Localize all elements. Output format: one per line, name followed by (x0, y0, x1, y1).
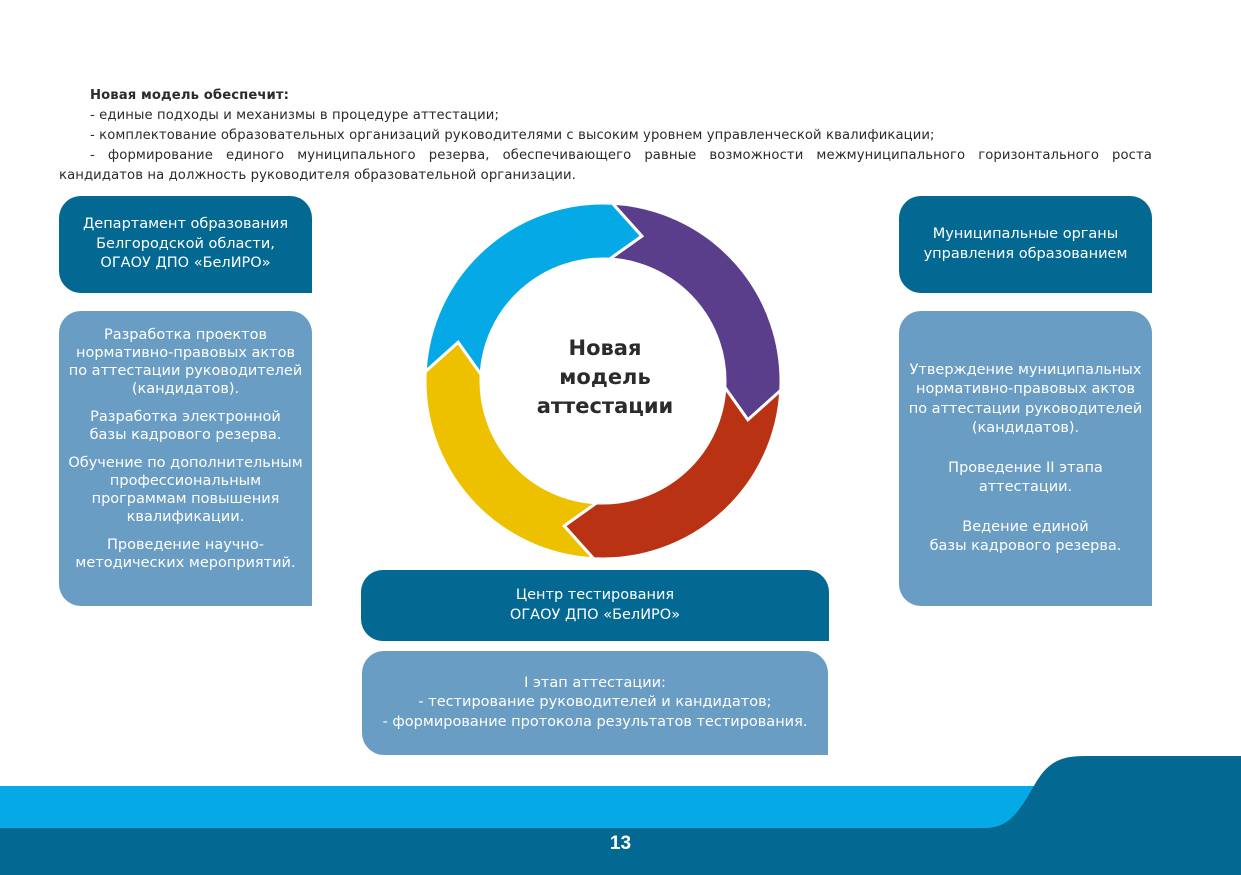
testing-center-line: Центр тестирования (515, 587, 675, 603)
task-item: Разработка электронной базы кадрового ре… (90, 408, 282, 444)
task-line: программам повышения (91, 491, 280, 507)
testing-task-line: - тестирование руководителей и кандидато… (418, 694, 772, 711)
page-number: 13 (609, 833, 632, 854)
department-line: ОГАОУ ДПО «БелИРО» (100, 255, 271, 272)
testing-tasks-box: I этап аттестации: - тестирование руково… (362, 651, 828, 755)
task-item: Ведение единой базы кадрового резерва. (930, 518, 1122, 557)
task-line: нормативно-правовых актов (75, 345, 296, 361)
testing-task-line: I этап аттестации: (524, 674, 666, 691)
department-line: Белгородской области, (96, 235, 275, 252)
task-line: методических мероприятий. (75, 555, 296, 571)
testing-task-line: - формирование протокола результатов тес… (382, 713, 808, 730)
task-line: Разработка проектов (103, 327, 268, 343)
task-line: базы кадрового резерва. (89, 427, 282, 443)
intro-item: - формирование единого муниципального ре… (59, 148, 1152, 183)
task-line: Ведение единой (962, 518, 1089, 535)
task-line: Обучение по дополнительным (68, 455, 303, 471)
task-line: аттестации. (978, 479, 1073, 495)
intro-text: Новая модель обеспечит: - единые подходы… (59, 86, 1152, 186)
department-tasks-box: Разработка проектов нормативно-правовых … (59, 311, 312, 606)
cycle-ring-diagram (423, 201, 783, 561)
intro-item: - единые подходы и механизмы в процедуре… (90, 108, 500, 123)
center-label-line: модель (559, 365, 651, 389)
ring-segment-blue (423, 201, 645, 379)
task-item: Утверждение муниципальных нормативно-пра… (909, 361, 1143, 439)
footer-band (0, 756, 1241, 875)
testing-center-box: Центр тестирования ОГАОУ ДПО «БелИРО» (361, 570, 829, 641)
testing-center-line: ОГАОУ ДПО «БелИРО» (509, 606, 681, 623)
task-item: Разработка проектов нормативно-правовых … (69, 326, 303, 398)
task-line: нормативно-правовых актов (915, 381, 1136, 397)
task-item: Обучение по дополнительным профессиональ… (68, 454, 302, 526)
center-label-line: аттестации (536, 394, 674, 418)
task-line: (кандидатов). (131, 381, 240, 397)
diagram-center-label: Новая модель аттестации (515, 334, 695, 421)
task-line: Утверждение муниципальных (909, 361, 1142, 378)
municipal-line: Муниципальные органы (932, 226, 1119, 242)
department-line: Департамент образования (82, 216, 289, 233)
center-label-line: Новая (568, 336, 642, 360)
task-line: (кандидатов). (971, 420, 1080, 436)
intro-item: - комплектование образовательных организ… (90, 128, 935, 143)
task-line: Разработка электронной (90, 409, 281, 425)
municipal-line: управления образованием (923, 245, 1128, 262)
department-box: Департамент образования Белгородской обл… (59, 196, 312, 293)
footer-dark-wave (0, 756, 1241, 875)
task-item: Проведение научно- методических мероприя… (75, 536, 295, 572)
municipal-tasks-box: Утверждение муниципальных нормативно-пра… (899, 311, 1152, 606)
task-line: Проведение II этапа (948, 459, 1103, 476)
task-line: профессиональным (109, 473, 262, 489)
task-line: по аттестации руководителей (908, 400, 1143, 417)
task-line: базы кадрового резерва. (929, 538, 1122, 554)
task-line: Проведение научно- (107, 537, 264, 553)
task-line: квалификации. (126, 509, 245, 525)
intro-heading: Новая модель обеспечит: (90, 88, 290, 103)
task-line: по аттестации руководителей (68, 363, 303, 379)
municipal-bodies-box: Муниципальные органы управления образова… (899, 196, 1152, 293)
task-item: Проведение II этапа аттестации. (948, 459, 1103, 498)
